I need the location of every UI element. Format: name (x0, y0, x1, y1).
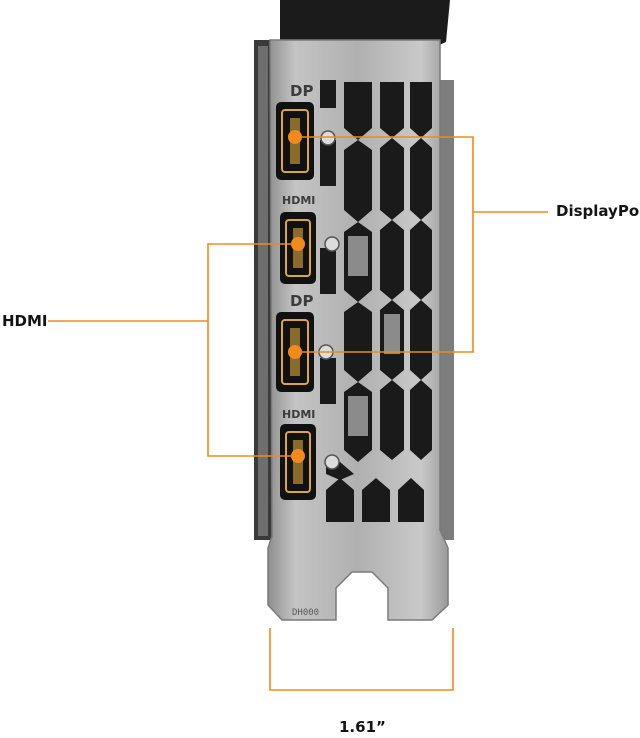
port-label-dp-2: DP (290, 292, 313, 310)
callout-lines (48, 136, 548, 691)
port-label-hdmi-2: HDMI (282, 408, 315, 421)
bracket-width-label: 1.61” (339, 718, 386, 736)
port-label-hdmi-1: HDMI (282, 194, 315, 207)
bracket-screws (318, 130, 340, 470)
displayport-leader (295, 136, 474, 353)
displayport-callout-label: DisplayPort (556, 202, 640, 220)
callout-dots (288, 130, 305, 463)
port-label-dp-1: DP (290, 82, 313, 100)
bracket-stamp: DH000 (292, 608, 319, 618)
hdmi-callout-label: HDMI (2, 312, 48, 330)
width-dimension-line (269, 628, 454, 691)
vent-highlights (348, 236, 400, 436)
hdmi-leader (207, 243, 298, 457)
bracket-port-labels: DP HDMI DP HDMI (282, 82, 315, 421)
